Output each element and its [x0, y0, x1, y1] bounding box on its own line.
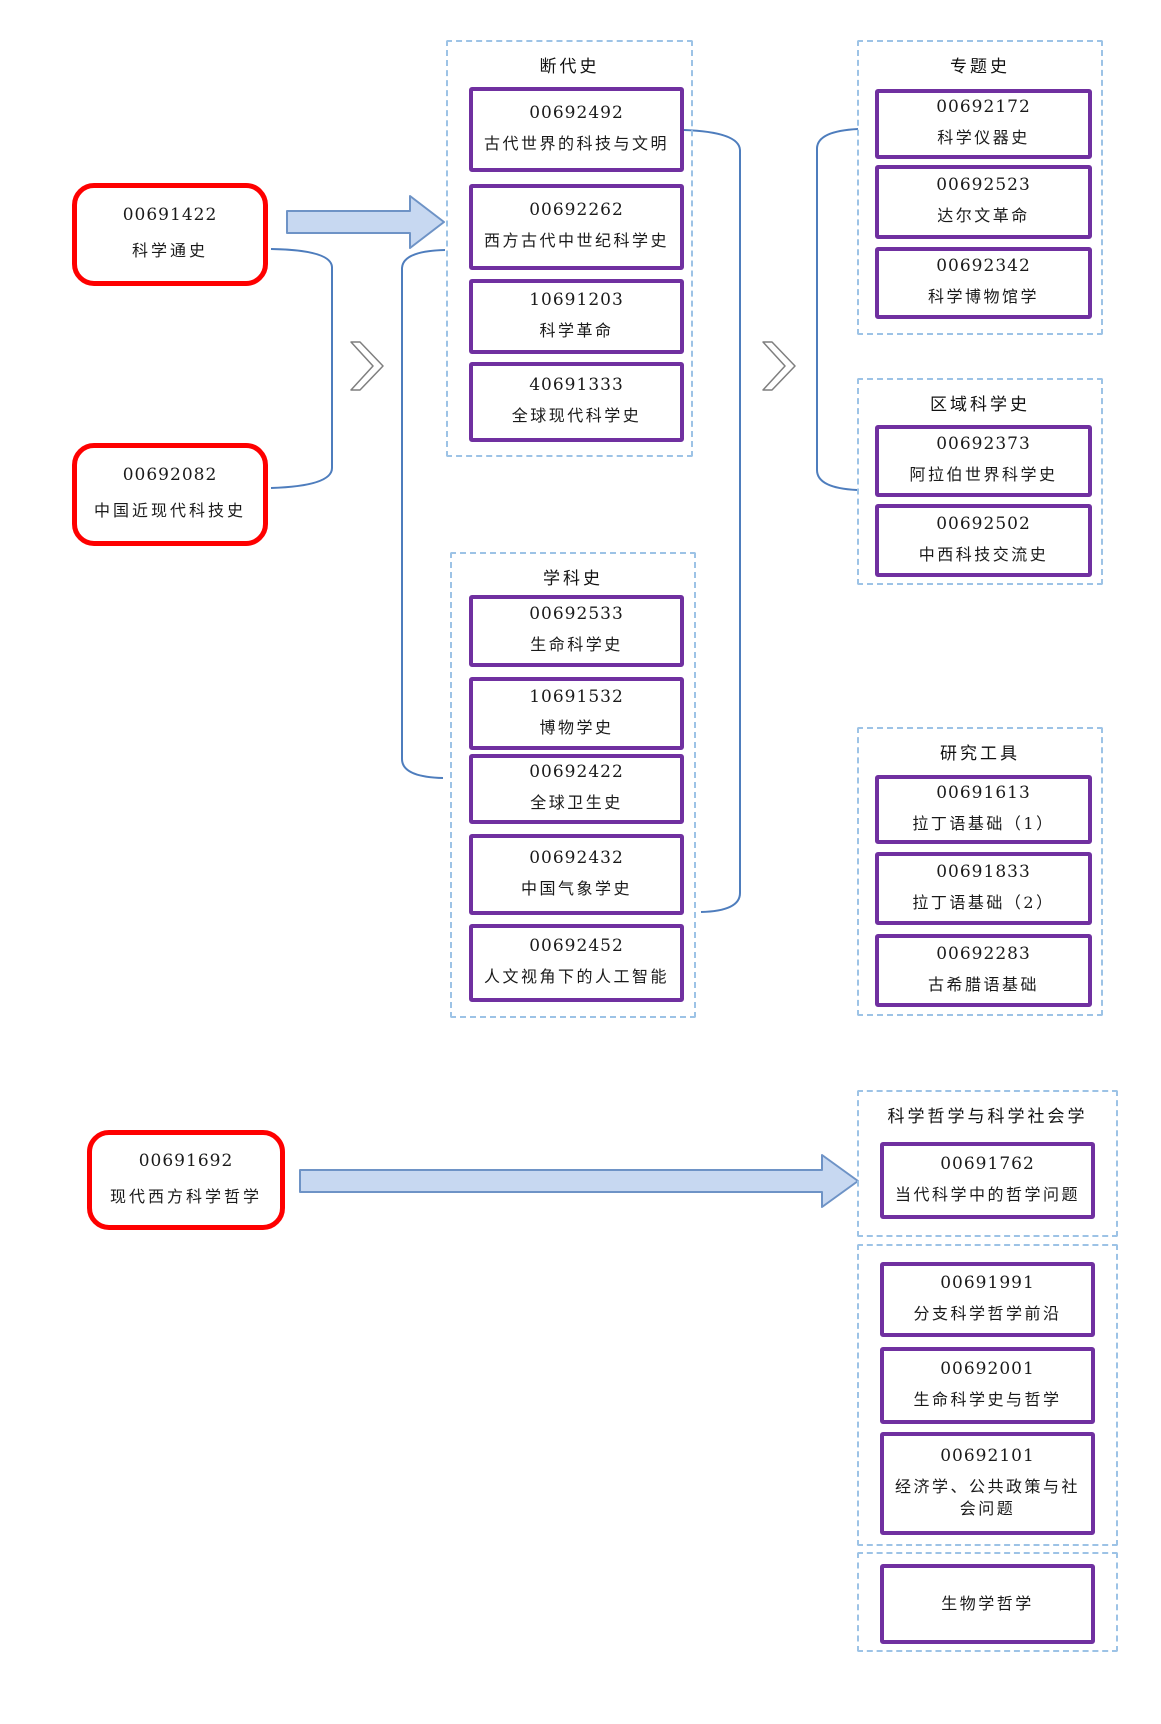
course-code: 00692001 — [940, 1358, 1035, 1379]
course-name: 博物学史 — [539, 717, 614, 737]
course-code: 00692452 — [529, 936, 624, 957]
course-name: 古代世界的科技与文明 — [483, 133, 669, 153]
course-code: 00692502 — [936, 513, 1031, 534]
course-box: 00691613 拉丁语基础（1） — [875, 775, 1092, 844]
course-name: 中西科技交流史 — [918, 544, 1049, 564]
group-shengwuxuezhexue: 生物学哲学 — [857, 1552, 1118, 1652]
course-box: 00691991 分支科学哲学前沿 — [880, 1262, 1095, 1337]
course-name: 科学革命 — [539, 320, 614, 340]
course-box: 00692492 古代世界的科技与文明 — [469, 87, 684, 172]
course-box: 00692452 人文视角下的人工智能 — [469, 924, 684, 1002]
course-name: 生物学哲学 — [941, 1594, 1034, 1614]
bracket-connector-sources — [270, 248, 333, 489]
course-name: 经济学、公共政策与社会问题 — [894, 1476, 1080, 1518]
course-box: 10691532 博物学史 — [469, 677, 684, 750]
group-title: 区域科学史 — [930, 395, 1030, 415]
course-name: 分支科学哲学前沿 — [913, 1303, 1062, 1323]
course-box: 00692422 全球卫生史 — [469, 754, 684, 824]
course-box: 00692533 生命科学史 — [469, 595, 684, 667]
course-box: 00692373 阿拉伯世界科学史 — [875, 425, 1092, 497]
course-box: 40691333 全球现代科学史 — [469, 362, 684, 442]
course-name: 当代科学中的哲学问题 — [894, 1184, 1080, 1204]
course-name: 全球现代科学史 — [511, 406, 642, 426]
course-code: 00692082 — [122, 465, 218, 486]
course-box: 00692001 生命科学史与哲学 — [880, 1347, 1095, 1424]
chevron-icon-right — [762, 341, 796, 391]
course-code: 40691333 — [529, 375, 624, 396]
group-duandaishi: 断代史 00692492 古代世界的科技与文明 00692262 西方古代中世纪… — [446, 40, 693, 457]
course-name: 科学仪器史 — [937, 128, 1030, 148]
course-box: 10691203 科学革命 — [469, 279, 684, 354]
course-name: 古希腊语基础 — [927, 974, 1039, 994]
chevron-icon-left — [350, 341, 384, 391]
course-name: 现代西方科学哲学 — [109, 1186, 262, 1206]
source-course-box-general-history: 00691422 科学通史 — [72, 183, 268, 286]
group-yanjiugongju: 研究工具 00691613 拉丁语基础（1） 00691833 拉丁语基础（2）… — [857, 727, 1103, 1016]
course-name: 达尔文革命 — [937, 206, 1030, 226]
course-box: 00692101 经济学、公共政策与社会问题 — [880, 1432, 1095, 1535]
course-code: 00692373 — [936, 434, 1031, 455]
course-box: 00692262 西方古代中世纪科学史 — [469, 184, 684, 270]
course-name: 西方古代中世纪科学史 — [483, 231, 669, 251]
course-code: 00692492 — [529, 102, 624, 123]
course-code: 00692101 — [940, 1445, 1035, 1466]
course-code: 00691762 — [940, 1153, 1035, 1174]
flow-arrow-top — [286, 195, 445, 249]
course-name: 拉丁语基础（2） — [912, 892, 1055, 912]
course-name: 中国近现代科技史 — [93, 501, 246, 521]
bracket-connector-right-groups — [816, 128, 859, 491]
flow-arrow-bottom — [299, 1154, 859, 1208]
group-title: 学科史 — [543, 569, 603, 589]
group-title: 研究工具 — [940, 744, 1020, 764]
group-title: 断代史 — [539, 57, 600, 77]
course-box: 00692523 达尔文革命 — [875, 165, 1092, 239]
course-code: 00691991 — [940, 1272, 1035, 1293]
course-box: 00692283 古希腊语基础 — [875, 934, 1092, 1007]
course-code: 00691833 — [936, 861, 1031, 882]
course-box: 00692172 科学仪器史 — [875, 89, 1092, 159]
source-course-box-modern-china: 00692082 中国近现代科技史 — [72, 443, 268, 546]
course-box: 00692432 中国气象学史 — [469, 834, 684, 915]
course-code: 00692432 — [529, 847, 624, 868]
course-box: 00692342 科学博物馆学 — [875, 247, 1092, 319]
course-name: 全球卫生史 — [530, 793, 623, 813]
course-code: 10691203 — [529, 289, 624, 310]
course-code: 00691613 — [936, 782, 1031, 803]
bracket-connector-middle-groups — [401, 249, 446, 779]
course-box: 00691762 当代科学中的哲学问题 — [880, 1142, 1095, 1219]
course-code: 00692342 — [936, 256, 1031, 277]
group-title: 专题史 — [950, 57, 1010, 77]
group-kexuezhexue-extra: 00691991 分支科学哲学前沿 00692001 生命科学史与哲学 0069… — [857, 1244, 1118, 1546]
group-kexuezhexue: 科学哲学与科学社会学 00691762 当代科学中的哲学问题 — [857, 1090, 1118, 1237]
group-title: 科学哲学与科学社会学 — [887, 1107, 1088, 1127]
course-code: 00692523 — [936, 175, 1031, 196]
course-name: 阿拉伯世界科学史 — [909, 465, 1058, 485]
group-zhuantishi: 专题史 00692172 科学仪器史 00692523 达尔文革命 006923… — [857, 40, 1103, 335]
course-name: 中国气象学史 — [520, 878, 632, 898]
group-quyukexueshi: 区域科学史 00692373 阿拉伯世界科学史 00692502 中西科技交流史 — [857, 378, 1103, 585]
course-box: 00692502 中西科技交流史 — [875, 504, 1092, 577]
course-name: 人文视角下的人工智能 — [483, 967, 669, 987]
course-name: 科学通史 — [131, 241, 208, 261]
course-code: 00691692 — [138, 1150, 234, 1171]
course-name: 生命科学史 — [530, 635, 623, 655]
course-name: 拉丁语基础（1） — [912, 813, 1055, 833]
course-code: 00692533 — [529, 604, 624, 625]
course-name: 科学博物馆学 — [927, 287, 1039, 307]
course-name: 生命科学史与哲学 — [913, 1389, 1062, 1409]
course-code: 00692283 — [936, 943, 1031, 964]
bracket-connector-middle-out — [683, 129, 741, 913]
course-box: 生物学哲学 — [880, 1564, 1095, 1644]
source-course-box-philosophy: 00691692 现代西方科学哲学 — [87, 1130, 285, 1230]
course-code: 10691532 — [529, 686, 624, 707]
course-code: 00692172 — [936, 97, 1031, 118]
course-box: 00691833 拉丁语基础（2） — [875, 852, 1092, 925]
course-code: 00692262 — [529, 200, 624, 221]
group-xuekeshi: 学科史 00692533 生命科学史 10691532 博物学史 0069242… — [450, 552, 696, 1018]
course-code: 00692422 — [529, 762, 624, 783]
course-code: 00691422 — [122, 205, 218, 226]
